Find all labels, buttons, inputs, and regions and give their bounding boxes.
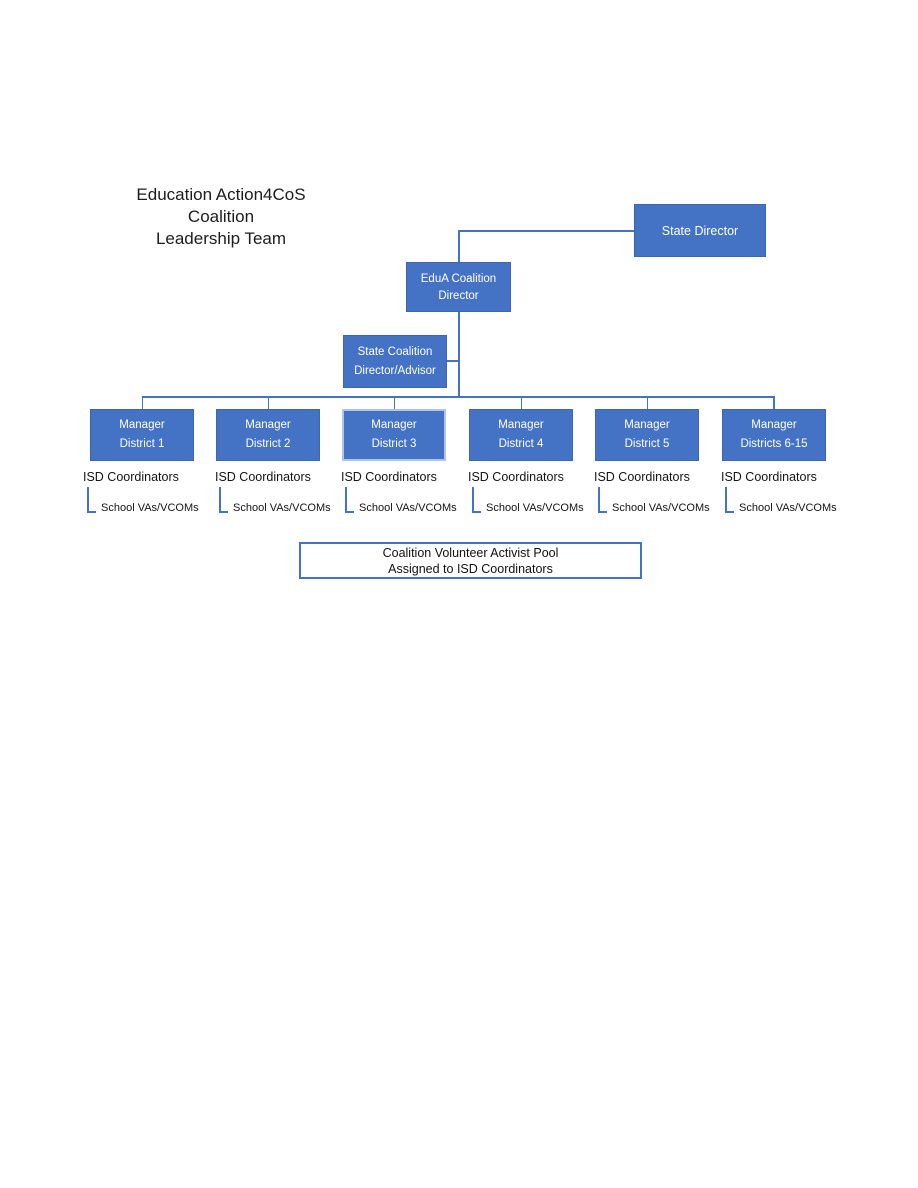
node-manager-district-5[interactable]: Manager District 5 (595, 409, 699, 461)
chart-title-line-1: Education Action4CoS (136, 185, 306, 204)
node-state-director-label: State Director (661, 223, 739, 238)
elbow-connector (598, 487, 600, 512)
school-vas-vcoms-label: School VAs/VCOMs (739, 502, 837, 514)
node-state-coalition-advisor[interactable]: State Coalition Director/Advisor (343, 335, 447, 388)
manager-role-label: Manager (245, 419, 291, 431)
manager-district-label: District 5 (624, 438, 670, 450)
node-volunteer-pool[interactable]: Coalition Volunteer Activist Pool Assign… (299, 542, 642, 579)
coordinator-group-district-1: ISD Coordinators School VAs/VCOMs (83, 470, 233, 520)
node-edua-coalition-director[interactable]: EduA Coalition Director (406, 262, 511, 312)
elbow-connector-foot (725, 511, 734, 513)
connector-stub-district-1 (141, 396, 143, 410)
node-advisor-line-2: Director/Advisor (354, 364, 436, 377)
manager-role-label: Manager (371, 419, 417, 431)
school-vas-vcoms-label: School VAs/VCOMs (486, 502, 584, 514)
school-vas-vcoms-label: School VAs/VCOMs (359, 502, 457, 514)
connector-stub-district-3 (393, 396, 395, 410)
elbow-connector (87, 487, 89, 512)
connector-stub-district-4 (520, 396, 522, 410)
manager-role-label: Manager (751, 419, 797, 431)
elbow-connector-foot (345, 511, 354, 513)
connector-stub-districts-6-15 (773, 396, 775, 410)
isd-coordinators-label: ISD Coordinators (594, 470, 690, 484)
connector-statedirector-horizontal (458, 230, 635, 232)
node-state-director[interactable]: State Director (634, 204, 766, 257)
node-manager-district-4[interactable]: Manager District 4 (469, 409, 573, 461)
isd-coordinators-label: ISD Coordinators (215, 470, 311, 484)
connector-manager-rail (141, 396, 775, 398)
school-vas-vcoms-label: School VAs/VCOMs (233, 502, 331, 514)
manager-role-label: Manager (498, 419, 544, 431)
elbow-connector-foot (472, 511, 481, 513)
manager-role-label: Manager (119, 419, 165, 431)
node-manager-districts-6-15[interactable]: Manager Districts 6-15 (722, 409, 826, 461)
isd-coordinators-label: ISD Coordinators (341, 470, 437, 484)
manager-district-label: District 3 (371, 438, 417, 450)
chart-title: Education Action4CoS Coalition Leadershi… (91, 184, 351, 250)
node-edua-line-2: Director (438, 289, 479, 302)
elbow-connector-foot (598, 511, 607, 513)
elbow-connector-foot (219, 511, 228, 513)
school-vas-vcoms-label: School VAs/VCOMs (612, 502, 710, 514)
connector-stub-district-2 (267, 396, 269, 410)
coordinator-group-district-2: ISD Coordinators School VAs/VCOMs (215, 470, 365, 520)
elbow-connector-foot (87, 511, 96, 513)
chart-title-line-3: Leadership Team (155, 229, 287, 248)
elbow-connector (219, 487, 221, 512)
coordinator-group-district-3: ISD Coordinators School VAs/VCOMs (341, 470, 491, 520)
coordinator-group-districts-6-15: ISD Coordinators School VAs/VCOMs (721, 470, 871, 520)
connector-statedirector-drop (458, 230, 460, 263)
node-manager-district-2[interactable]: Manager District 2 (216, 409, 320, 461)
isd-coordinators-label: ISD Coordinators (721, 470, 817, 484)
isd-coordinators-label: ISD Coordinators (468, 470, 564, 484)
coordinator-group-district-4: ISD Coordinators School VAs/VCOMs (468, 470, 618, 520)
school-vas-vcoms-label: School VAs/VCOMs (101, 502, 199, 514)
coordinator-group-district-5: ISD Coordinators School VAs/VCOMs (594, 470, 744, 520)
manager-district-label: Districts 6-15 (740, 438, 808, 450)
elbow-connector (345, 487, 347, 512)
node-advisor-line-1: State Coalition (357, 346, 433, 358)
manager-district-label: District 2 (245, 438, 291, 450)
manager-district-label: District 1 (119, 438, 165, 450)
connector-director-trunk (458, 311, 460, 397)
connector-stub-district-5 (646, 396, 648, 410)
manager-district-label: District 4 (498, 438, 544, 450)
pool-line-2: Assigned to ISD Coordinators (388, 561, 553, 576)
elbow-connector (725, 487, 727, 512)
isd-coordinators-label: ISD Coordinators (83, 470, 179, 484)
pool-line-1: Coalition Volunteer Activist Pool (382, 546, 559, 560)
node-manager-district-1[interactable]: Manager District 1 (90, 409, 194, 461)
node-edua-line-1: EduA Coalition (420, 273, 497, 285)
node-manager-district-3[interactable]: Manager District 3 (342, 409, 446, 461)
chart-title-line-2: Coalition (187, 207, 255, 226)
manager-role-label: Manager (624, 419, 670, 431)
connector-advisor-stub (447, 360, 459, 362)
elbow-connector (472, 487, 474, 512)
